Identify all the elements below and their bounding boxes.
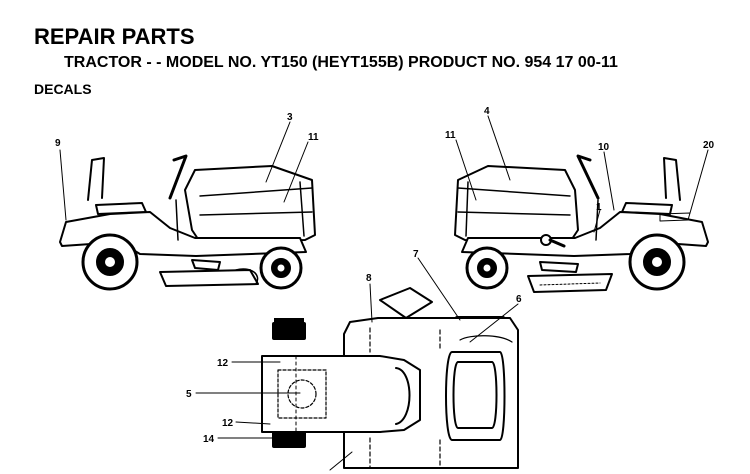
callout-5: 5: [186, 389, 192, 400]
callout-11-left: 11: [308, 132, 319, 143]
callout-3: 3: [287, 112, 293, 123]
right-side-tractor: [454, 115, 709, 293]
callout-20: 20: [703, 140, 715, 151]
callout-9: 9: [55, 138, 61, 149]
callout-6: 6: [516, 294, 522, 305]
section-heading: DECALS: [34, 81, 92, 97]
page-subtitle: TRACTOR - - MODEL NO. YT150 (HEYT155B) P…: [64, 54, 618, 71]
callout-1: 1: [596, 202, 602, 213]
callout-8: 8: [366, 273, 372, 284]
callout-10: 10: [598, 142, 610, 153]
top-view-tractor: [195, 257, 519, 471]
callout-7: 7: [413, 249, 419, 260]
left-side-tractor: [59, 121, 316, 291]
callout-12-upper: 12: [217, 358, 229, 369]
page-title: REPAIR PARTS: [34, 24, 195, 49]
callout-4: 4: [484, 106, 490, 117]
callout-14: 14: [203, 434, 215, 445]
callout-11-right: 11: [445, 130, 456, 141]
callout-12-lower: 12: [222, 418, 234, 429]
